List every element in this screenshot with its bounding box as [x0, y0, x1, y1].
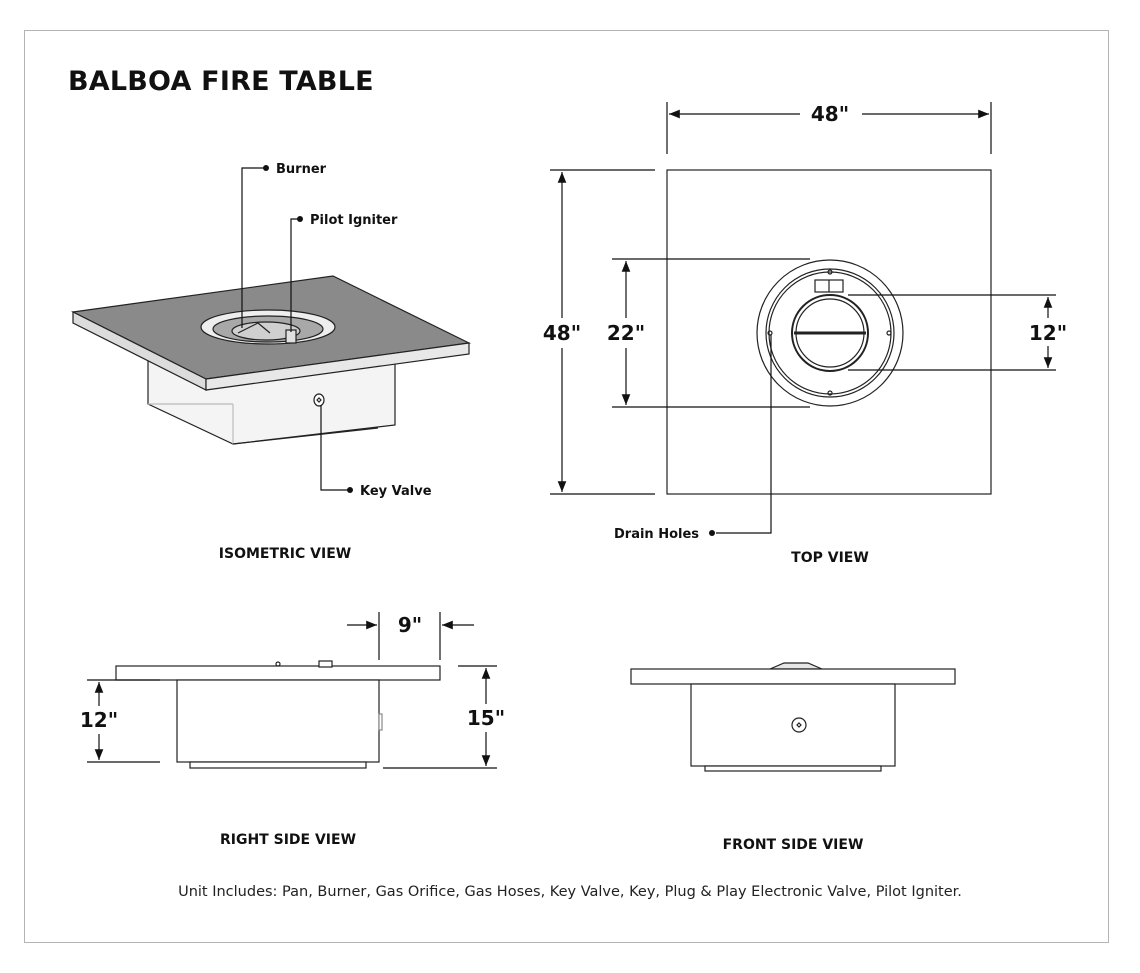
page-title: BALBOA FIRE TABLE [68, 66, 374, 97]
top-view [666, 169, 992, 495]
includes-footer: Unit Includes: Pan, Burner, Gas Orifice,… [178, 884, 962, 900]
key-valve-leader-dot [347, 487, 353, 493]
front-side-view-caption: FRONT SIDE VIEW [723, 837, 864, 853]
burner-leader-dot [263, 165, 269, 171]
iso-leaders [241, 167, 350, 491]
isometric-view-caption: ISOMETRIC VIEW [219, 546, 351, 562]
dim-top-width: 48" [811, 102, 849, 126]
front-side-view [630, 662, 956, 772]
drawing-frame [24, 30, 1109, 943]
drain-holes-label: Drain Holes [614, 527, 699, 542]
drain-holes-leader-dot [709, 530, 715, 536]
dim-base-height: 12" [80, 708, 118, 732]
dim-side-overhang: 9" [398, 613, 422, 637]
burner-label: Burner [276, 162, 327, 177]
top-view-caption: TOP VIEW [791, 550, 869, 566]
dim-top-depth: 48" [543, 321, 581, 345]
right-side-view [115, 660, 441, 769]
key-valve-label: Key Valve [360, 484, 432, 499]
top-view-dimensions [550, 102, 1056, 534]
pilot-igniter-label: Pilot Igniter [310, 213, 398, 228]
isometric-view [71, 275, 472, 445]
pilot-leader-dot [297, 216, 303, 222]
dim-burner-diameter: 12" [1029, 321, 1067, 345]
dim-pan-diameter: 22" [607, 321, 645, 345]
dim-total-height: 15" [467, 706, 505, 730]
right-side-dimensions [87, 612, 497, 769]
right-side-view-caption: RIGHT SIDE VIEW [220, 832, 356, 848]
